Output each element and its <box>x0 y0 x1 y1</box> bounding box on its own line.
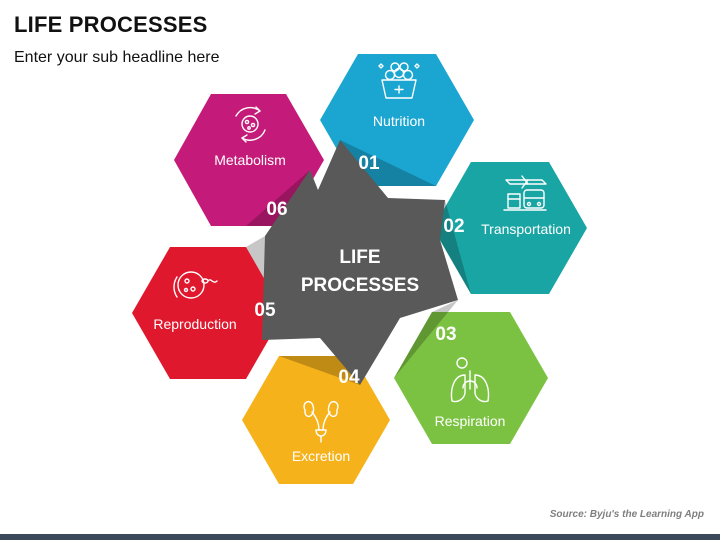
transport-vehicles-icon <box>503 175 547 211</box>
bottom-bar <box>0 534 720 540</box>
center-label-line2: PROCESSES <box>301 275 419 296</box>
hex-metabolism <box>174 94 324 226</box>
number-03: 03 <box>435 324 456 345</box>
cell-sperm-icon <box>173 271 218 299</box>
lungs-icon <box>450 357 490 403</box>
number-06: 06 <box>266 199 287 220</box>
label-reproduction: Reproduction <box>153 316 236 332</box>
label-metabolism: Metabolism <box>214 152 286 168</box>
label-excretion: Excretion <box>292 448 350 464</box>
fold-shadow-06 <box>246 170 310 226</box>
source-note: Source: Byju's the Learning App <box>549 509 704 520</box>
label-nutrition: Nutrition <box>373 113 425 129</box>
hex-respiration <box>394 312 548 444</box>
hex-transportation <box>433 162 587 294</box>
food-basket-icon <box>378 62 420 99</box>
fold-shadow-03 <box>394 300 458 378</box>
metabolism-cycle-icon <box>235 106 266 143</box>
page-subtitle: Enter your sub headline here <box>14 49 220 66</box>
number-02: 02 <box>443 216 464 237</box>
hex-reproduction <box>132 247 284 379</box>
label-respiration: Respiration <box>435 413 506 429</box>
page-title: LIFE PROCESSES <box>14 12 208 37</box>
number-01: 01 <box>358 153 380 174</box>
fold-shadow-02 <box>433 200 471 294</box>
fold-shadow-04 <box>279 356 360 385</box>
number-04: 04 <box>338 367 360 388</box>
center-star <box>262 140 458 385</box>
kidneys-icon <box>303 400 339 443</box>
hex-nutrition <box>320 54 474 186</box>
hex-excretion <box>242 356 390 484</box>
number-05: 05 <box>254 300 276 321</box>
label-transportation: Transportation <box>481 221 571 237</box>
center-label-line1: LIFE <box>339 247 380 268</box>
